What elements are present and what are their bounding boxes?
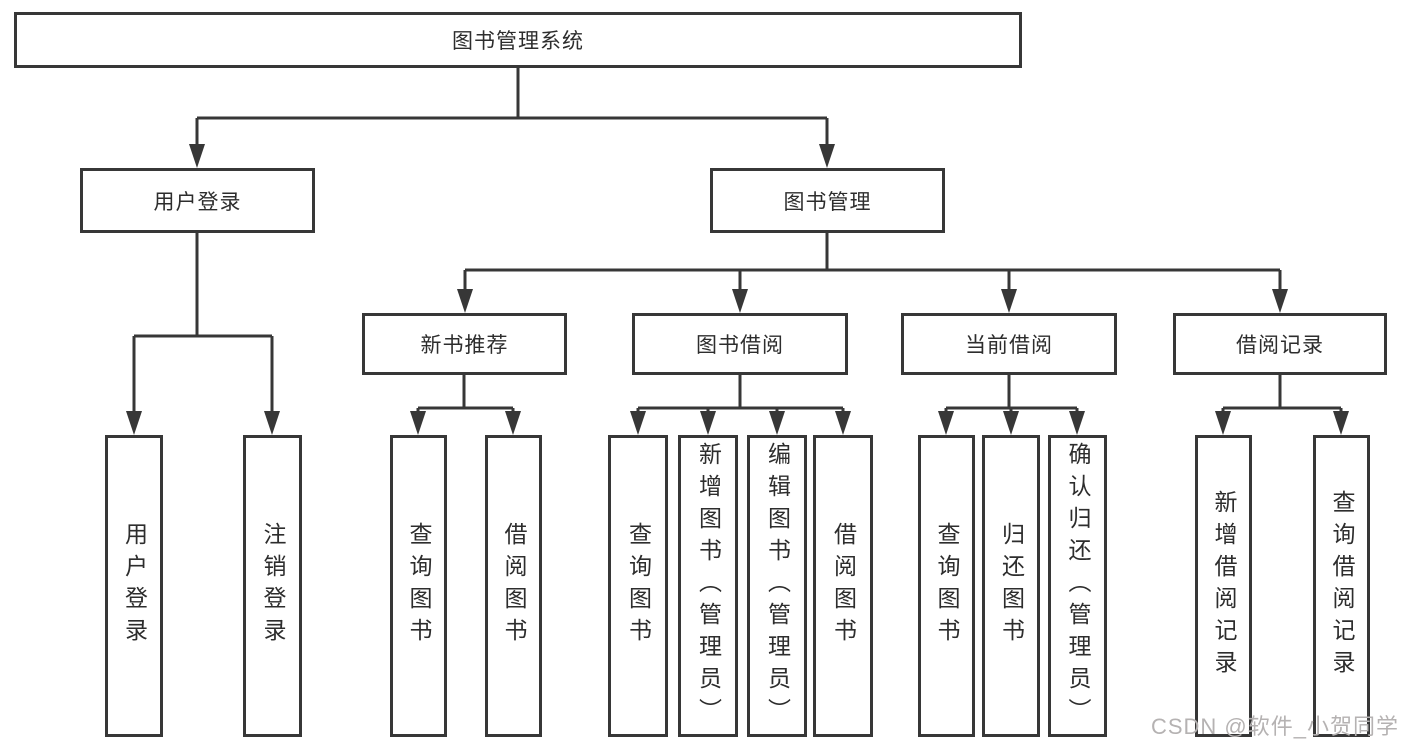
leaf-logout-label: 注销登录 bbox=[260, 522, 286, 650]
node-book-management: 图书管理 bbox=[710, 168, 945, 233]
leaf-confirm-return-admin: 确认归还（管理员） bbox=[1048, 435, 1107, 737]
leaf-return-book: 归还图书 bbox=[982, 435, 1040, 737]
node-book-borrowing: 图书借阅 bbox=[632, 313, 848, 375]
node-user-login-label: 用户登录 bbox=[153, 190, 242, 214]
leaf-user-login-label: 用户登录 bbox=[121, 522, 148, 650]
leaf-borrow-books-borrow: 借阅图书 bbox=[813, 435, 873, 737]
leaf-query-books-current-label: 查询图书 bbox=[934, 522, 960, 650]
node-current-borrowing-label: 当前借阅 bbox=[965, 334, 1053, 357]
node-library-system: 图书管理系统 bbox=[14, 12, 1022, 68]
leaf-borrow-books-borrow-label: 借阅图书 bbox=[830, 522, 857, 650]
leaf-borrow-books-recommend: 借阅图书 bbox=[485, 435, 542, 737]
leaf-add-book-admin-label: 新增图书（管理员） bbox=[695, 442, 722, 730]
leaf-query-books-borrow-label: 查询图书 bbox=[625, 522, 652, 650]
node-current-borrowing: 当前借阅 bbox=[901, 313, 1117, 375]
node-new-book-recommendation: 新书推荐 bbox=[362, 313, 567, 375]
leaf-add-borrow-record: 新增借阅记录 bbox=[1195, 435, 1252, 737]
node-book-management-label: 图书管理 bbox=[783, 190, 872, 214]
leaf-add-borrow-record-label: 新增借阅记录 bbox=[1211, 490, 1237, 682]
leaf-return-book-label: 归还图书 bbox=[998, 522, 1025, 650]
leaf-edit-book-admin-label: 编辑图书（管理员） bbox=[764, 442, 791, 730]
leaf-confirm-return-admin-label: 确认归还（管理员） bbox=[1065, 442, 1091, 730]
leaf-user-login: 用户登录 bbox=[105, 435, 163, 737]
leaf-borrow-books-recommend-label: 借阅图书 bbox=[501, 522, 527, 650]
leaf-query-borrow-record: 查询借阅记录 bbox=[1313, 435, 1370, 737]
node-new-book-recommendation-label: 新书推荐 bbox=[420, 334, 509, 357]
leaf-edit-book-admin: 编辑图书（管理员） bbox=[747, 435, 807, 737]
node-book-borrowing-label: 图书借阅 bbox=[696, 334, 784, 357]
leaf-query-books-borrow: 查询图书 bbox=[608, 435, 668, 737]
leaf-query-books-current: 查询图书 bbox=[918, 435, 975, 737]
leaf-query-books-recommend: 查询图书 bbox=[390, 435, 447, 737]
node-borrowing-records-label: 借阅记录 bbox=[1236, 334, 1324, 357]
leaf-query-borrow-record-label: 查询借阅记录 bbox=[1329, 490, 1355, 682]
leaf-add-book-admin: 新增图书（管理员） bbox=[678, 435, 738, 737]
leaf-query-books-recommend-label: 查询图书 bbox=[406, 522, 432, 650]
leaf-logout: 注销登录 bbox=[243, 435, 302, 737]
node-borrowing-records: 借阅记录 bbox=[1173, 313, 1387, 375]
node-library-system-label: 图书管理系统 bbox=[452, 30, 584, 53]
node-user-login: 用户登录 bbox=[80, 168, 315, 233]
